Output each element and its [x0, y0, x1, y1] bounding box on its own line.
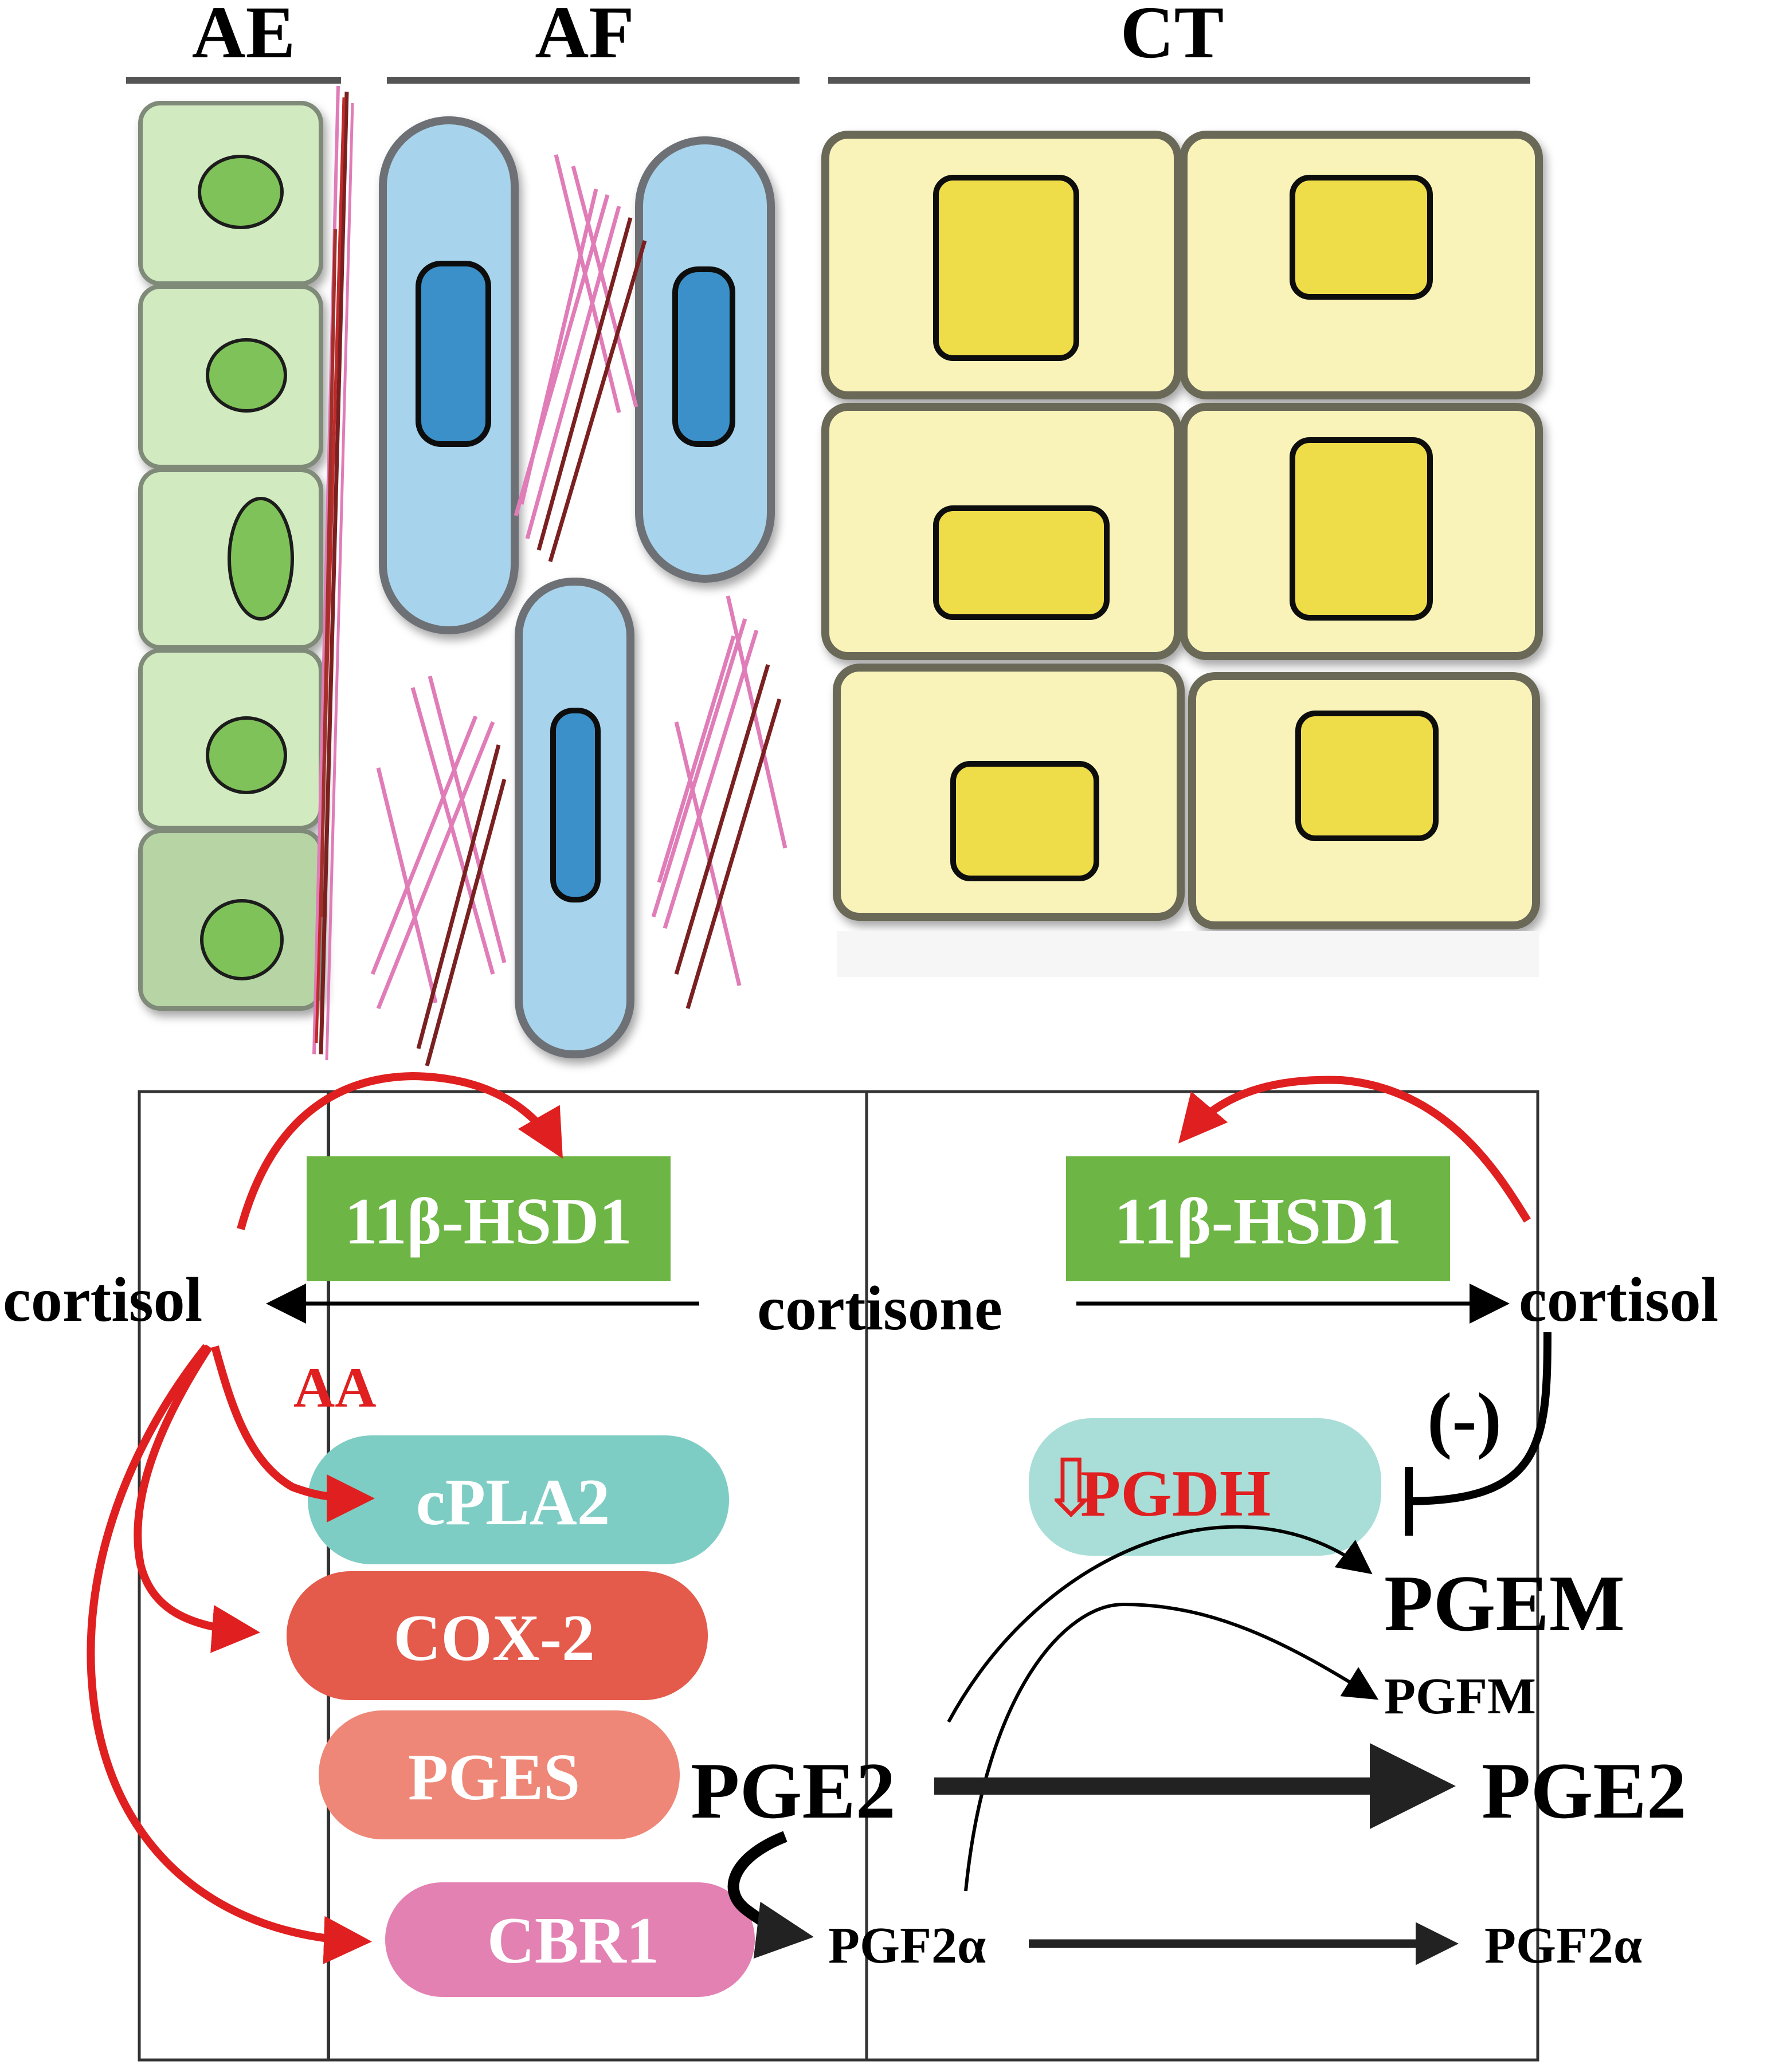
header-af: AF — [535, 0, 634, 74]
af-nucleus — [672, 266, 735, 447]
label-cortisol-left: cortisol — [3, 1265, 202, 1335]
ae-nucleus — [198, 155, 284, 229]
arrow-cortisol-to-hsd1-left — [237, 1072, 563, 1230]
ct-reflection — [837, 931, 1539, 977]
af-nucleus — [416, 261, 491, 447]
ae-nucleus — [206, 338, 287, 413]
arrow-cortisol-to-cbr1 — [87, 1344, 372, 1964]
af-fibroblasts — [379, 116, 775, 1058]
ae-cell — [138, 648, 323, 830]
label-pge2-left: PGE2 — [691, 1747, 896, 1835]
arrow-pge2-to-pgf2a — [727, 1831, 814, 1959]
fiber-bundle — [651, 595, 787, 1009]
ct-nucleus — [933, 505, 1110, 620]
arrow-pgf2a-to-pgfm — [964, 1602, 1379, 1892]
af-cell — [635, 136, 775, 583]
ct-cell — [1188, 672, 1540, 929]
svg-text:PGDH: PGDH — [1080, 1457, 1271, 1530]
ae-nucleus — [200, 899, 284, 980]
label-pgem: PGEM — [1384, 1559, 1625, 1648]
ct-cell — [1180, 403, 1543, 660]
conversion-arrows — [266, 1284, 1551, 1965]
ct-nucleus — [1295, 711, 1439, 841]
arrow-cortisol-to-cpla2 — [211, 1345, 375, 1522]
svg-text:PGES: PGES — [408, 1741, 580, 1814]
af-collagen-fibers — [370, 154, 787, 1066]
ct-nucleus — [1290, 175, 1433, 300]
ct-cell — [821, 403, 1182, 660]
enzyme-pgdh: ⇩ PGDH — [1029, 1418, 1381, 1556]
label-pgfm: PGFM — [1384, 1668, 1536, 1725]
enzyme-11b-hsd1-left: 11β-HSD1 — [307, 1156, 671, 1281]
ae-basement-membrane — [312, 85, 354, 1061]
ae-nucleus — [228, 497, 294, 621]
arrow-cortisol-to-hsd1-right — [1178, 1076, 1531, 1223]
enzyme-cox2: COX-2 — [287, 1571, 708, 1700]
arrow-pge2-to-pgem — [947, 1525, 1373, 1723]
cortisol-induction-arrows — [87, 1072, 1531, 1964]
ae-cell — [138, 101, 323, 286]
ct-cell — [821, 131, 1182, 399]
af-nucleus — [550, 708, 601, 902]
ct-nucleus — [950, 761, 1099, 881]
down-arrow-icon: ⇩ — [1037, 1445, 1104, 1533]
ae-epithelium — [138, 101, 323, 1011]
ct-cell — [1180, 131, 1543, 399]
af-cell — [515, 578, 634, 1058]
ct-cell — [833, 664, 1185, 921]
section-headers: AE AF CT — [126, 0, 1530, 84]
arrow-cortisol-to-cox2 — [134, 1344, 260, 1653]
fiber-bundle — [370, 676, 507, 1066]
ct-cytotrophoblast — [821, 131, 1543, 929]
ae-cell — [138, 468, 323, 650]
enzyme-pges: PGES — [319, 1710, 680, 1839]
fiber-bundle — [514, 154, 647, 562]
header-ct: CT — [1120, 0, 1224, 74]
enzyme-cbr1: CBR1 — [385, 1882, 755, 1997]
ae-cell — [138, 284, 323, 469]
label-pgf2a-right: PGF2α — [1484, 1917, 1642, 1974]
ae-cell — [138, 829, 323, 1011]
svg-text:CBR1: CBR1 — [487, 1904, 659, 1977]
label-aa: AA — [293, 1356, 376, 1419]
ae-nucleus — [206, 716, 287, 794]
svg-text:COX-2: COX-2 — [393, 1602, 594, 1674]
ct-nucleus — [1290, 437, 1433, 621]
enzyme-11b-hsd1-right: 11β-HSD1 — [1066, 1156, 1450, 1281]
af-cell — [379, 116, 519, 634]
svg-text:cPLA2: cPLA2 — [416, 1466, 610, 1539]
label-cortisol-right: cortisol — [1519, 1265, 1718, 1335]
label-inhibition: (-) — [1427, 1378, 1502, 1461]
svg-text:11β-HSD1: 11β-HSD1 — [1114, 1185, 1402, 1258]
enzyme-cpla2: cPLA2 — [308, 1435, 729, 1564]
label-pge2-right: PGE2 — [1482, 1747, 1687, 1835]
label-cortisone: cortisone — [757, 1273, 1002, 1343]
label-pgf2a-left: PGF2α — [828, 1917, 986, 1974]
ct-nucleus — [933, 175, 1079, 361]
svg-text:11β-HSD1: 11β-HSD1 — [344, 1185, 632, 1258]
inhibition-line — [1406, 1332, 1551, 1505]
header-ae: AE — [192, 0, 296, 74]
